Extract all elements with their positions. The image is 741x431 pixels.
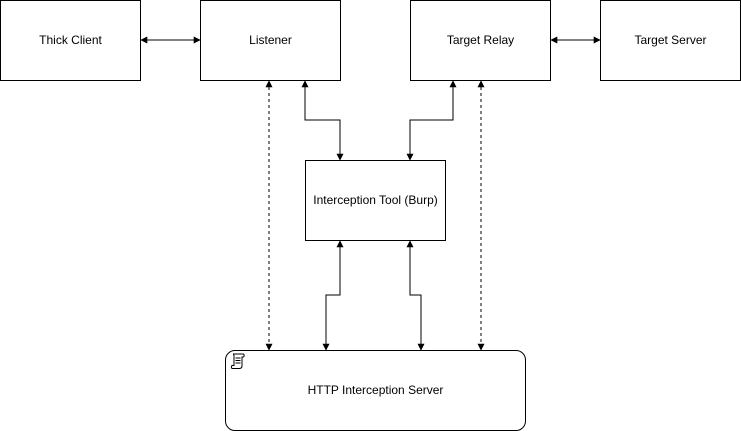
connector-burp-http-server-left <box>322 240 344 351</box>
listener-label: Listener <box>249 33 292 48</box>
connector-listener-burp <box>301 80 344 161</box>
listener-node[interactable]: Listener <box>200 0 341 81</box>
target-relay-node[interactable]: Target Relay <box>410 0 551 81</box>
thick-client-label: Thick Client <box>39 33 102 48</box>
target-server-label: Target Server <box>634 33 707 48</box>
target-server-node[interactable]: Target Server <box>600 0 741 81</box>
interception-tool-label: Interception Tool (Burp) <box>313 193 438 208</box>
connector-target-relay-burp <box>406 80 457 161</box>
thick-client-node[interactable]: Thick Client <box>0 0 141 81</box>
target-relay-label: Target Relay <box>446 33 515 48</box>
interception-tool-node[interactable]: Interception Tool (Burp) <box>305 160 446 241</box>
http-interception-server-node[interactable]: HTTP Interception Server <box>225 350 526 431</box>
http-interception-server-label: HTTP Interception Server <box>307 383 444 398</box>
connector-burp-http-server-right <box>406 240 425 351</box>
script-icon <box>230 353 245 369</box>
